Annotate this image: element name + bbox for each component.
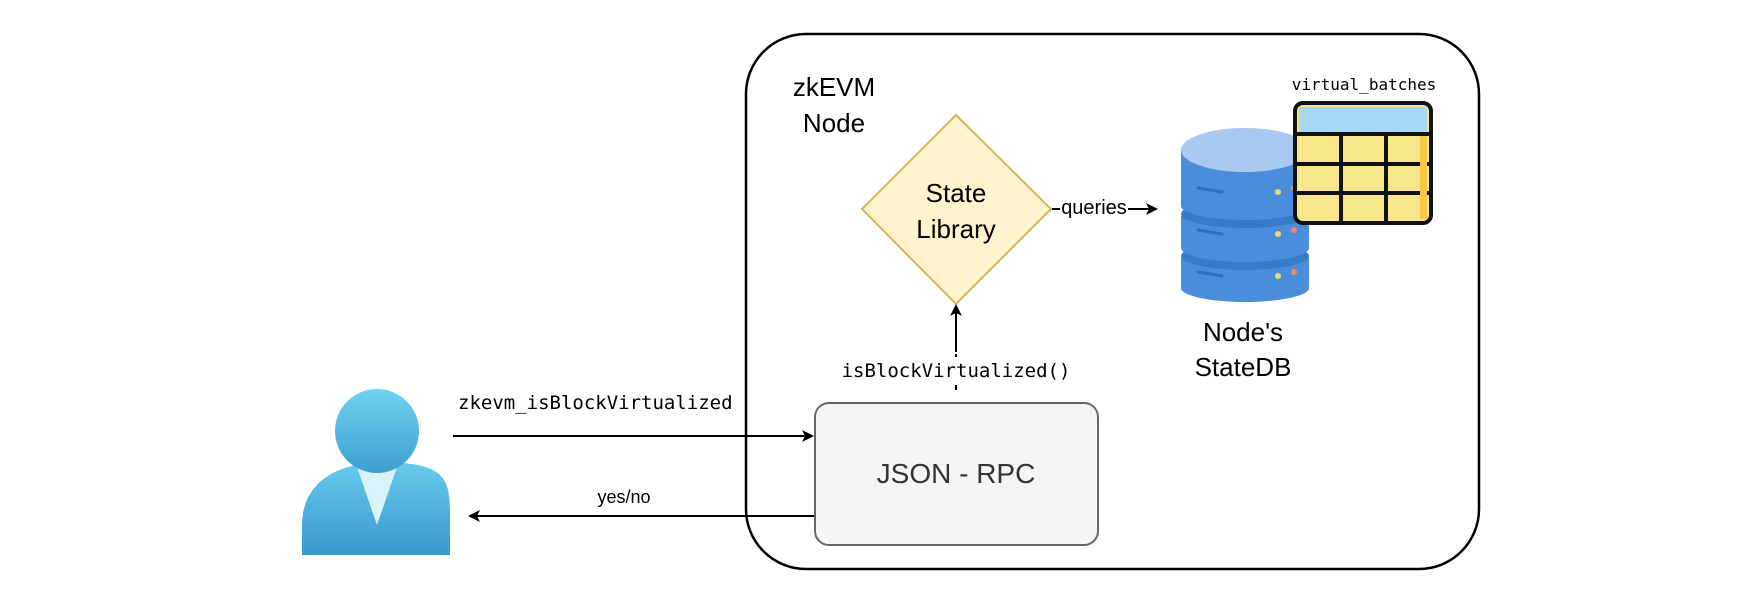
rpc-to-state-label: isBlockVirtualized() bbox=[842, 360, 1071, 382]
table-label: virtual_batches bbox=[1292, 75, 1437, 94]
state-library-line1: State bbox=[926, 178, 987, 208]
request-edge: zkevm_isBlockVirtualized bbox=[453, 392, 814, 442]
json-rpc-label: JSON - RPC bbox=[877, 458, 1036, 489]
user-icon bbox=[302, 389, 451, 555]
state-library-line2: Library bbox=[916, 214, 995, 244]
request-label: zkevm_isBlockVirtualized bbox=[458, 392, 733, 414]
node-title-line2: Node bbox=[803, 108, 865, 138]
response-edge: yes/no bbox=[468, 487, 814, 522]
table-icon bbox=[1293, 101, 1433, 225]
database-icon bbox=[1181, 128, 1309, 302]
response-label: yes/no bbox=[597, 487, 650, 507]
queries-edge: queries bbox=[1052, 197, 1158, 219]
statedb-label-line1: Node's bbox=[1203, 317, 1283, 347]
rpc-to-state-edge: isBlockVirtualized() bbox=[840, 304, 1072, 390]
node-title-line1: zkEVM bbox=[793, 72, 875, 102]
statedb-label-line2: StateDB bbox=[1195, 352, 1292, 382]
state-library-node[interactable]: State Library bbox=[860, 113, 1053, 306]
queries-label: queries bbox=[1061, 197, 1127, 219]
json-rpc-node[interactable]: JSON - RPC bbox=[814, 402, 1099, 546]
